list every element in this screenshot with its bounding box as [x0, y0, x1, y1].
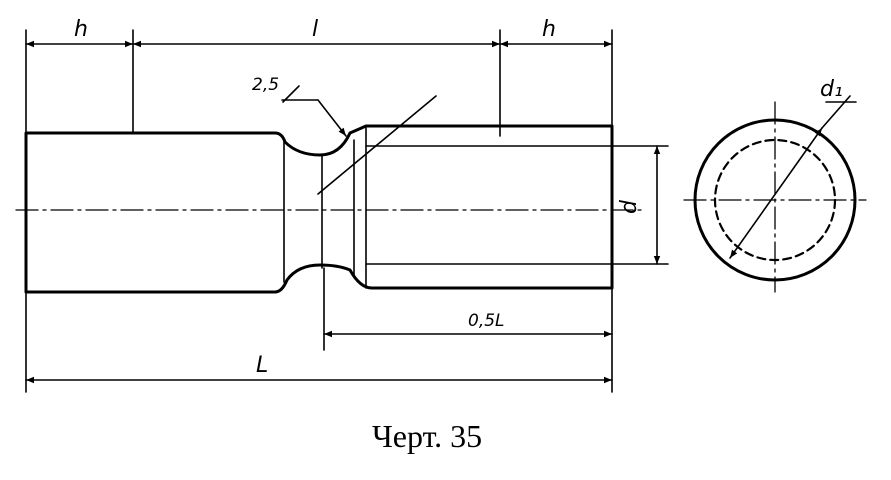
half-length-dimension: 0,5L [323, 267, 613, 393]
label-section-diameter: d₁ [820, 77, 843, 102]
top-dimensions: h l h [25, 17, 613, 137]
specimen-outline [24, 124, 614, 294]
label-l-span: l [312, 17, 318, 42]
label-h-right: h [542, 17, 556, 42]
label-total-length: L [256, 353, 268, 378]
figure-caption: Черт. 35 [372, 418, 483, 454]
label-h-left: h [74, 17, 88, 42]
cross-section-view: d₁ [683, 77, 867, 293]
label-half-length: 0,5L [468, 311, 505, 331]
diameter-dimension: d [365, 145, 669, 265]
radius-leader: 2,5 [252, 75, 347, 137]
section-cut-line [317, 95, 437, 195]
total-length-dimension: L [25, 291, 613, 393]
label-diameter: d [617, 199, 642, 214]
label-radius: 2,5 [252, 75, 279, 95]
